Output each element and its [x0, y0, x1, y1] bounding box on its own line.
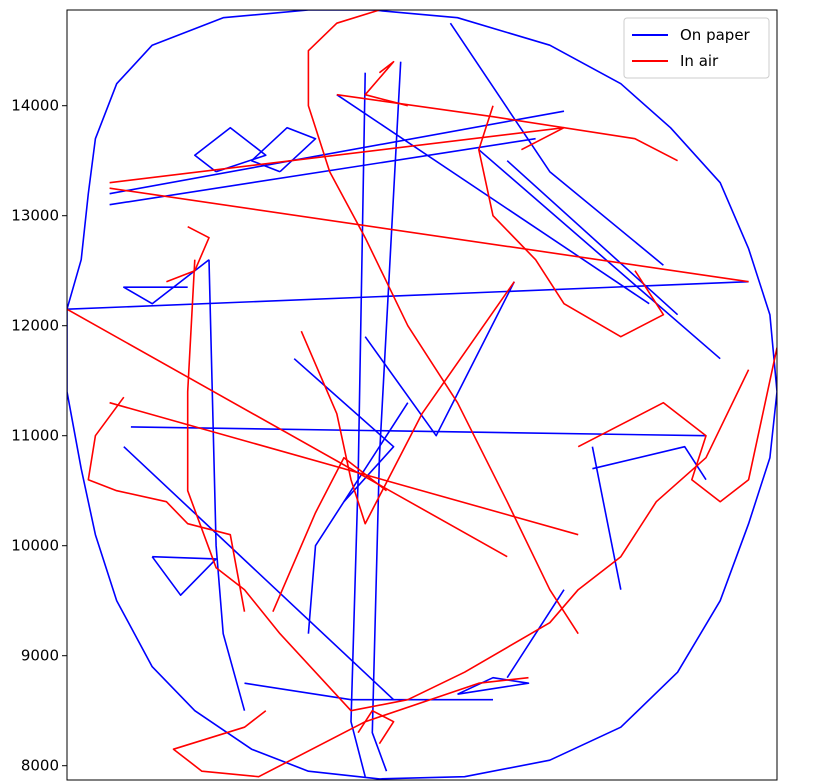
series-1-stroke-0 [307, 10, 579, 635]
y-tick-label-12000: 12000 [11, 317, 59, 335]
series-0-stroke-6 [478, 149, 721, 360]
plot-frame [66, 9, 778, 781]
series-0-stroke-10 [208, 259, 246, 711]
series-0-stroke-18 [350, 72, 366, 777]
series-1-stroke-1 [109, 187, 749, 283]
series-0-stroke-11 [123, 259, 210, 305]
legend-label-1: In air [680, 52, 719, 70]
series-0-stroke-1 [67, 280, 749, 310]
series-1-stroke-10 [364, 60, 409, 107]
series-1-stroke-9 [272, 456, 387, 613]
y-tick-label-13000: 13000 [11, 207, 59, 225]
series-1-stroke-11 [172, 676, 529, 778]
legend-label-0: On paper [680, 26, 751, 44]
series-1-stroke-13 [577, 347, 777, 503]
series-1-stroke-8 [300, 281, 515, 525]
series-0-stroke-4 [336, 94, 650, 305]
series-0-stroke-20 [592, 445, 707, 481]
legend-box [623, 17, 770, 79]
series-1-stroke-6 [186, 259, 750, 712]
series-0-stroke-16 [293, 358, 395, 503]
series-0-stroke-5 [449, 22, 664, 266]
y-tick-label-10000: 10000 [11, 537, 59, 555]
series-0-stroke-15 [364, 281, 516, 437]
series-0-stroke-2 [109, 110, 565, 195]
series-0-stroke-21 [506, 589, 565, 679]
series-1-stroke-12 [357, 709, 395, 745]
series-1-stroke-14 [477, 105, 665, 338]
series-0-stroke-0 [67, 10, 777, 780]
y-tick-label-8000: 8000 [21, 757, 59, 775]
y-axis: 8000 9000 10000 11000 12000 13000 14000 [11, 97, 67, 775]
series-in-air [67, 10, 777, 778]
series-1-stroke-5 [87, 396, 246, 612]
series-0-stroke-3 [109, 137, 536, 206]
series-on-paper [67, 10, 777, 780]
series-1-stroke-3 [67, 308, 508, 558]
y-tick-label-14000: 14000 [11, 97, 59, 115]
series-0-stroke-8 [130, 426, 707, 437]
series-0-stroke-7 [506, 160, 679, 316]
series-0-stroke-17 [371, 61, 402, 772]
series-0-stroke-23 [194, 126, 267, 173]
series-0-stroke-19 [591, 446, 622, 590]
series-0-stroke-9 [123, 446, 395, 701]
series-0-stroke-14 [307, 402, 409, 634]
y-tick-label-11000: 11000 [11, 427, 59, 445]
series-0-stroke-12 [151, 555, 217, 597]
series-1-stroke-15 [336, 93, 678, 162]
y-tick-label-9000: 9000 [21, 647, 59, 665]
series-1-stroke-7 [166, 225, 210, 283]
legend: On paper In air [623, 17, 770, 79]
